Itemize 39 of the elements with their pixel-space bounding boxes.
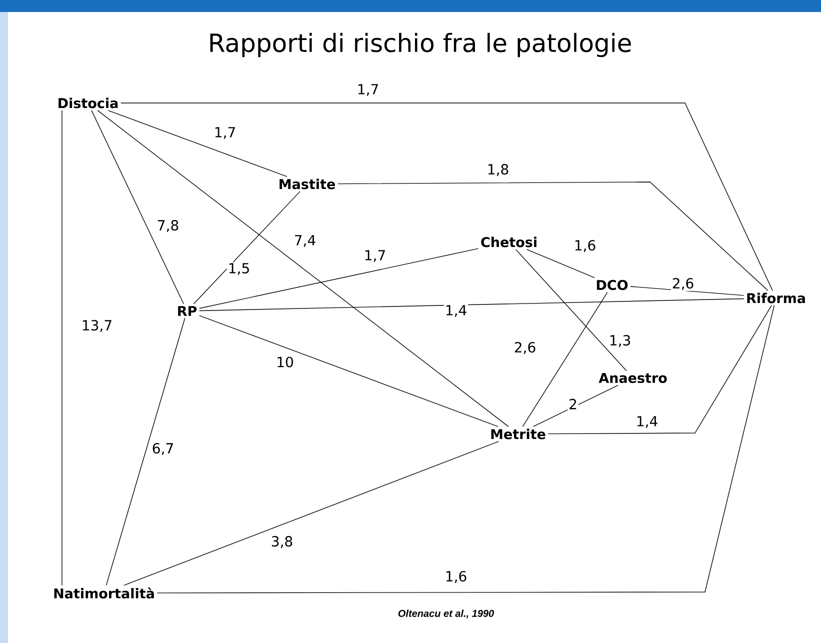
node-label: RP bbox=[178, 306, 197, 316]
node-label: Mastite bbox=[280, 178, 335, 190]
connector-line bbox=[91, 110, 184, 304]
connector-line bbox=[199, 248, 479, 309]
edge-label: 13,7 bbox=[80, 319, 114, 334]
connector-line bbox=[199, 315, 498, 427]
connector-line bbox=[120, 102, 773, 291]
node-label: DCO bbox=[596, 280, 628, 290]
connector-line bbox=[515, 249, 627, 372]
connector-line bbox=[108, 110, 288, 177]
node-label: Chetosi bbox=[481, 236, 536, 248]
title: Rapporti di rischio fra le patologie bbox=[210, 32, 631, 58]
node-label: Anaestro bbox=[598, 372, 667, 384]
connector-line bbox=[548, 305, 772, 434]
edge-label: 10 bbox=[275, 356, 295, 368]
node-label: Riforma bbox=[747, 292, 805, 304]
edge-label: 1,7 bbox=[212, 126, 238, 140]
edge-label: 7,4 bbox=[292, 234, 318, 248]
edge-label: 1,7 bbox=[356, 83, 380, 97]
connector-line bbox=[532, 384, 619, 427]
connector-line bbox=[522, 292, 608, 427]
connector-line bbox=[156, 305, 775, 594]
connector-line bbox=[526, 249, 595, 278]
edge-label: 1,5 bbox=[226, 262, 252, 276]
edge-label: 1,7 bbox=[362, 249, 388, 263]
connector-line bbox=[193, 191, 300, 304]
edge-label: 1,6 bbox=[444, 570, 468, 584]
connector-line bbox=[337, 182, 768, 291]
connector-line bbox=[97, 110, 509, 427]
edge-label: 2 bbox=[568, 398, 578, 410]
edge-label: 1,4 bbox=[634, 415, 660, 429]
citation: Oltenacu et al., 1990 bbox=[398, 610, 494, 618]
connector-line bbox=[199, 298, 744, 312]
connector-line bbox=[124, 441, 500, 586]
node-label: Distocia bbox=[58, 98, 118, 108]
edge-label: 1,4 bbox=[444, 304, 468, 318]
node-label: Natimortalità bbox=[54, 588, 154, 598]
connector-line bbox=[106, 318, 186, 586]
node-label: Metrite bbox=[491, 428, 546, 440]
